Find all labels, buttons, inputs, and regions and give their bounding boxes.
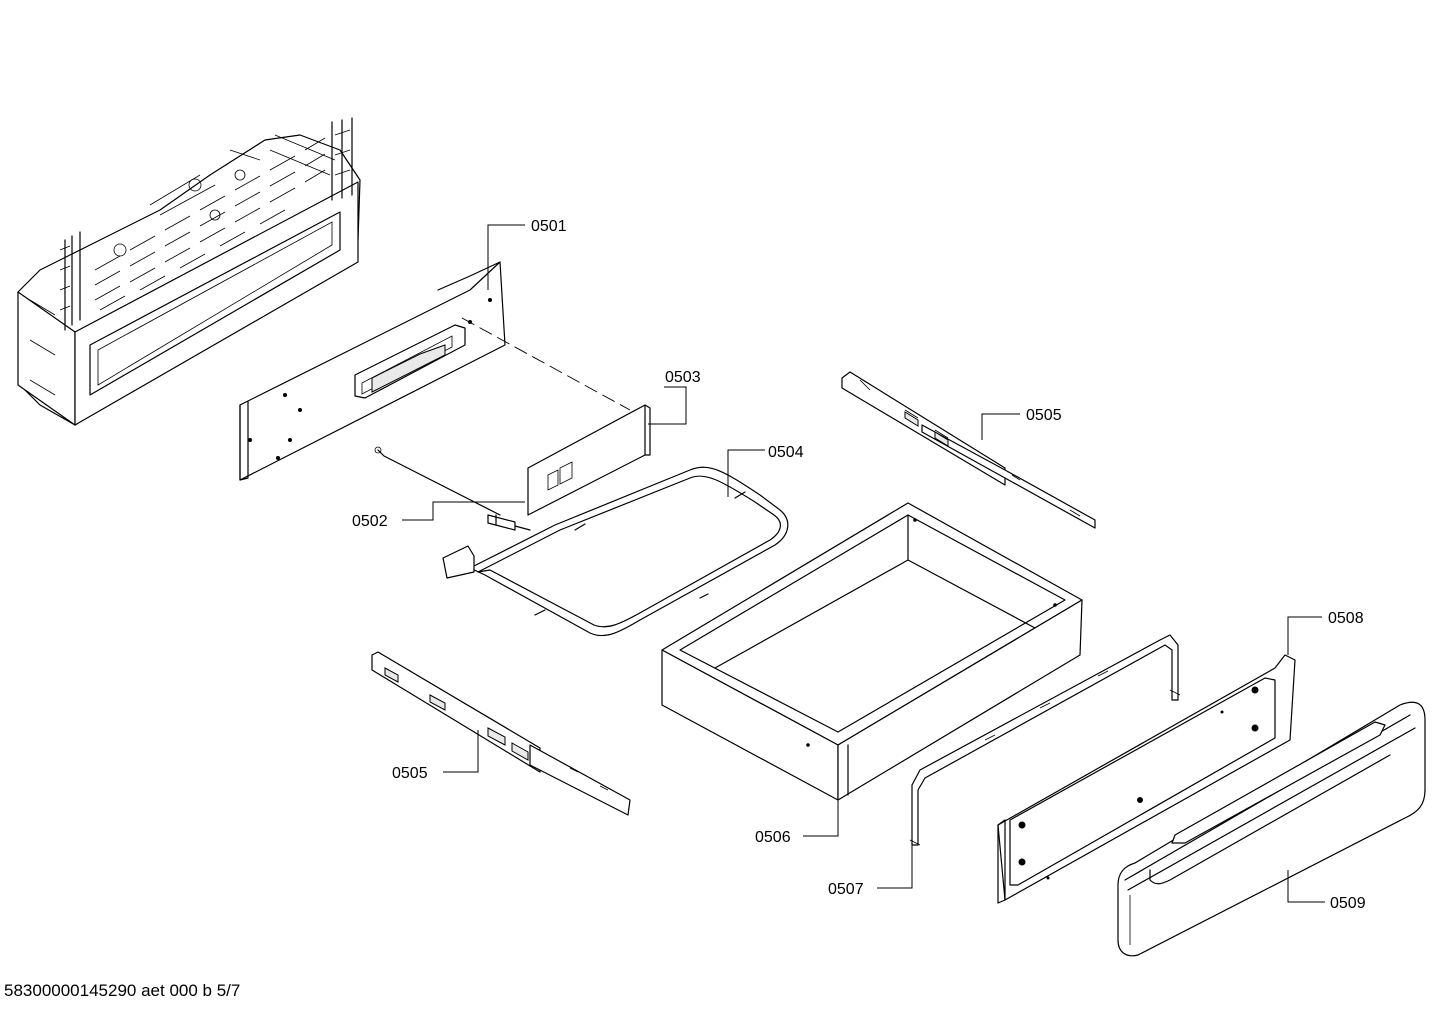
part-label-0502: 0502 [352,513,388,530]
part-label-0503: 0503 [665,369,701,386]
outer-front-panel-0509 [1117,701,1426,957]
part-label-0508: 0508 [1328,610,1364,627]
part-label-0505-left: 0505 [392,765,428,782]
gasket-0507 [909,634,1181,846]
inner-front-panel-0508 [997,654,1296,904]
heating-element-0504 [442,466,789,637]
part-label-0501: 0501 [531,218,567,235]
drawer-box-0506 [661,502,1083,801]
drawing-number-footer: 58300000145290 aet 000 b 5/7 [4,981,241,1000]
leader-lines [402,224,1325,903]
part-label-0505-right: 0505 [1026,407,1062,424]
rear-panel-0501 [239,261,631,481]
part-label-0509: 0509 [1330,895,1366,912]
oven-housing-drawing [17,117,361,426]
cover-plate-0503 [527,404,651,516]
drawer-slide-left-0505 [371,651,631,816]
sensor-wire-0502 [374,446,531,531]
drawer-slide-right-0505 [841,371,1096,529]
part-label-0504: 0504 [768,444,804,461]
part-label-0507: 0507 [828,881,864,898]
part-label-0506: 0506 [755,829,791,846]
